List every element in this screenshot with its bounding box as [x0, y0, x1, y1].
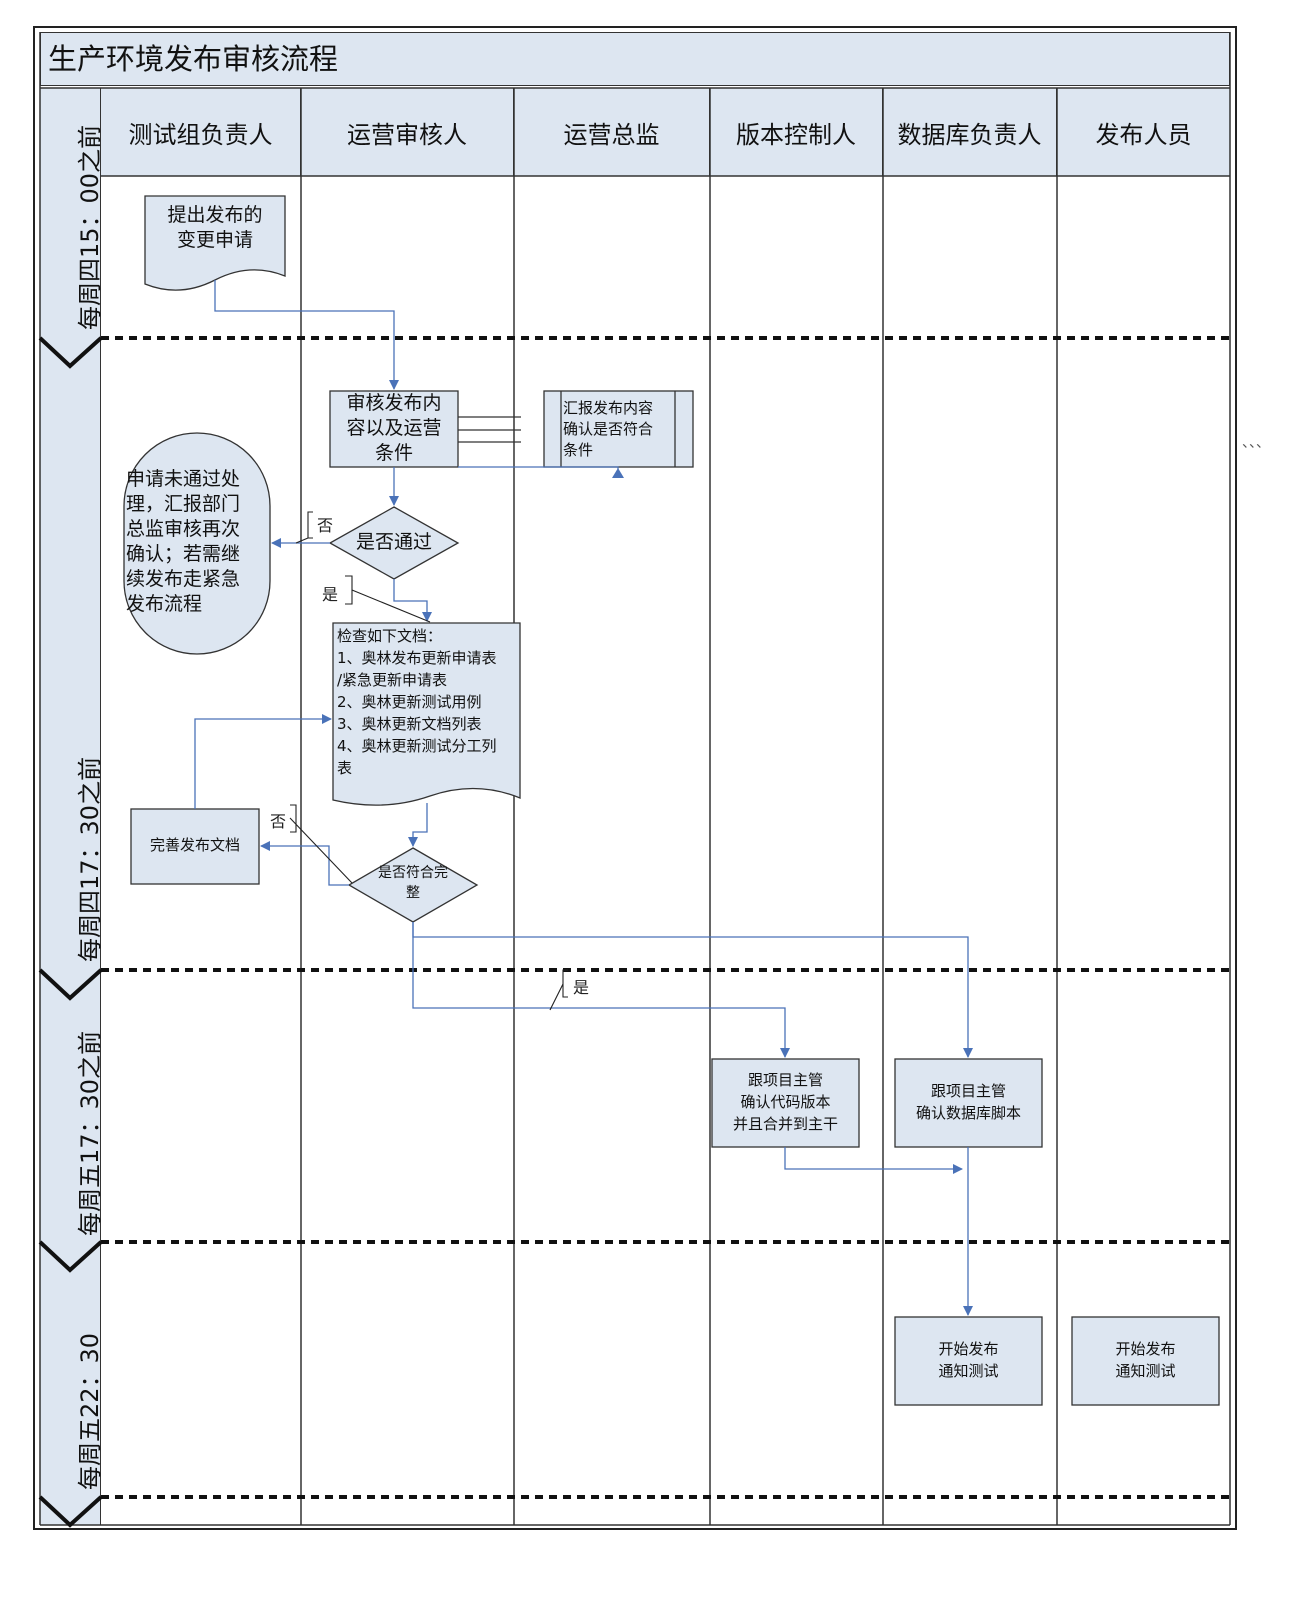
improve-docs-shape [130, 808, 260, 885]
review-side-lines [458, 416, 521, 443]
decision-complete-text: 是否符合完 整 [378, 865, 448, 901]
check-docs-shape [332, 622, 521, 806]
submit-request-shape [144, 195, 286, 291]
diagram-frame [33, 26, 1237, 1530]
phase-label-3: 每周五17：30之前 [76, 1030, 104, 1236]
annotation-no: 否 [270, 812, 287, 831]
check-docs-item: 3、奥林更新文档列表 [337, 715, 482, 733]
node-shapes [123, 195, 1220, 1406]
phase-label-1: 每周四15：00之前 [76, 124, 104, 330]
conn-review-to-report [458, 466, 619, 469]
conn-code-to-start-pub [784, 1147, 963, 1174]
check-docs-item: 1、奥林发布更新申请表 [337, 649, 497, 667]
start-release-pub-shape [1071, 1316, 1220, 1406]
check-docs-item: 4、奥林更新测试分工列 [337, 737, 497, 755]
submit-request-text: 提出发布的 变更申请 [167, 204, 263, 251]
phase-label-4: 每周五22：30 [76, 1332, 104, 1490]
annotation-yes: 是 [322, 585, 339, 604]
check-docs-item: /紧急更新申请表 [337, 671, 448, 689]
conn-improve-to-check [194, 714, 332, 809]
start-release-db-text: 开始发布 通知测试 [938, 1340, 999, 1380]
review-content-text: 审核发布内 容以及运营 条件 [346, 392, 442, 464]
check-docs-heading: 检查如下文档： [337, 627, 443, 645]
conn-decision2-to-improve [260, 841, 349, 886]
check-docs-item: 2、奥林更新测试用例 [337, 693, 482, 711]
confirm-code-text: 跟项目主管 确认代码版本 并且合并到主干 [732, 1071, 838, 1133]
check-docs-text: 检查如下文档： 1、奥林发布更新申请表 /紧急更新申请表 2、奥林更新测试用例 … [337, 625, 497, 779]
report-director-text: 汇报发布内容 确认是否符合 条件 [563, 399, 654, 459]
phase-dividers [101, 336, 1230, 1499]
confirm-code-shape [711, 1058, 860, 1148]
phase-chevrons [38, 336, 103, 1528]
rejected-handling-shape [123, 432, 271, 655]
diagram-title: 生产环境发布审核流程 [48, 42, 339, 76]
start-release-db-shape [894, 1316, 1043, 1406]
title-bar [40, 32, 1230, 86]
conn-decision2-to-confirm-db [412, 922, 973, 1058]
conn-check-to-decision2 [408, 803, 428, 847]
check-docs-item: 表 [337, 759, 353, 777]
annotation-callouts [289, 511, 568, 1011]
report-up-arrow [612, 468, 624, 478]
decorative-marks: 、、、 [1242, 435, 1270, 451]
annotation-no: 否 [317, 516, 334, 535]
conn-decision2-to-confirm-code [412, 922, 790, 1058]
report-director-shape [543, 390, 694, 468]
phase-column [40, 88, 101, 1525]
annotation-yes: 是 [573, 978, 590, 997]
phase-label-2: 每周四17：30之前 [76, 756, 104, 962]
predefined-process-bars [560, 391, 676, 467]
lane-header-ops-reviewer: 运营审核人 [301, 88, 514, 176]
decision-pass-text: 是否通过 [355, 531, 432, 553]
swimlane-grid [39, 32, 1231, 1526]
conn-decision-to-check [393, 579, 432, 622]
lane-header-release-staff: 发布人员 [1057, 88, 1230, 176]
lane-header-test-lead: 测试组负责人 [101, 88, 301, 176]
confirm-db-text: 跟项目主管 确认数据库脚本 [915, 1082, 1021, 1122]
lane-header-ops-director: 运营总监 [514, 88, 710, 176]
rejected-handling-text: 申请未通过处 理，汇报部门 总监审核再次 确认；若需继 续发布走紧急 发布流程 [126, 468, 241, 615]
lane-header-db-lead: 数据库负责人 [883, 88, 1057, 176]
connectors [194, 280, 973, 1316]
conn-submit-to-review [214, 280, 399, 390]
start-release-pub-text: 开始发布 通知测试 [1115, 1340, 1176, 1380]
improve-docs-text: 完善发布文档 [149, 836, 240, 854]
lane-header-version-control: 版本控制人 [710, 88, 883, 176]
